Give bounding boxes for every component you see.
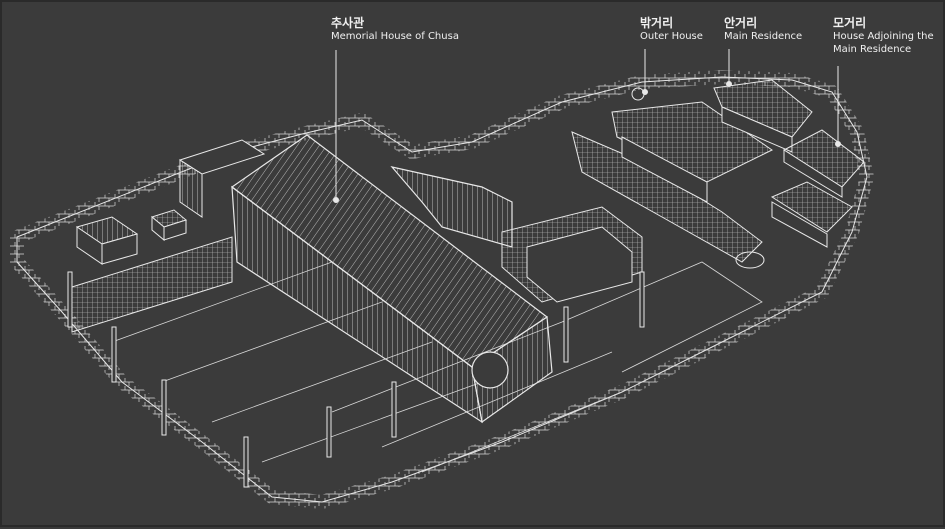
traditional-houses <box>611 79 865 269</box>
label-adjoin-english-2: Main Residence <box>833 43 912 55</box>
label-chusa-korean: 추사관 <box>331 16 365 30</box>
label-main-english: Main Residence <box>724 31 803 42</box>
label-adjoin-korean: 모거리 <box>833 16 867 30</box>
label-main-korean: 안거리 <box>724 16 758 30</box>
label-main-residence: 안거리 Main Residence <box>724 16 802 44</box>
label-outer-house: 밖거리 Outer House <box>640 16 703 44</box>
terrace-walls <box>71 131 763 333</box>
memorial-house-building <box>230 134 553 424</box>
fence-posts <box>67 271 645 488</box>
label-chusa-memorial: 추사관 Memorial House of Chusa <box>331 16 459 44</box>
leader-lines <box>333 49 841 203</box>
auxiliary-structures <box>75 139 266 265</box>
label-outer-english: Outer House <box>640 31 703 42</box>
label-adjoining-house: 모거리 House Adjoining the Main Residence <box>833 16 934 56</box>
label-chusa-english: Memorial House of Chusa <box>331 31 459 42</box>
label-adjoin-english-1: House Adjoining the <box>833 31 934 42</box>
label-outer-korean: 밖거리 <box>640 16 674 30</box>
